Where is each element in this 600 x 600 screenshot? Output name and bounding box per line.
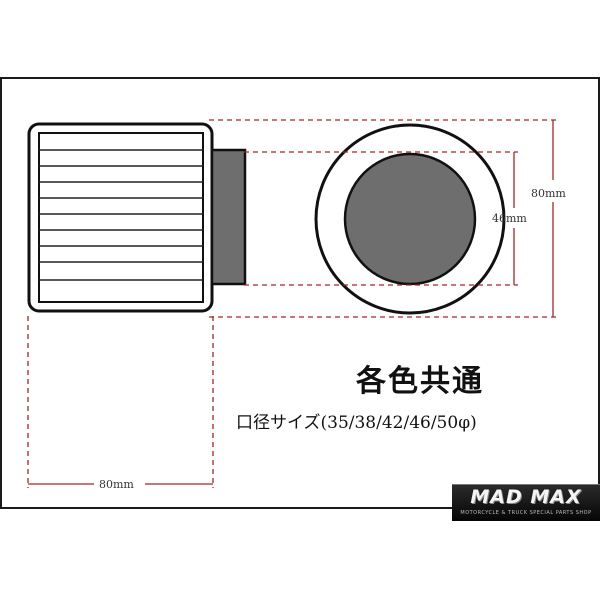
- filter-pleat-panel: [38, 132, 204, 303]
- dimension-lines: [27, 119, 558, 488]
- filter-inlet-opening: [343, 152, 477, 286]
- frame-border: [0, 77, 600, 509]
- filter-side-view: [27, 122, 247, 313]
- filter-inlet-neck: [210, 148, 247, 286]
- dimension-label-outer-height: 80mm: [531, 187, 566, 200]
- dimension-label-inlet-diameter: 46mm: [492, 212, 527, 225]
- dimension-label-length: 80mm: [99, 478, 134, 491]
- filter-pleats: [39, 149, 203, 281]
- brand-logo-text: MAD MAX: [470, 486, 582, 508]
- heading-all-colors: 各色共通: [356, 364, 484, 399]
- brand-logo: MAD MAX MOTORCYCLE & TRUCK SPECIAL PARTS…: [452, 484, 600, 521]
- dimension-arrows: [28, 120, 554, 485]
- brand-logo-tagline: MOTORCYCLE & TRUCK SPECIAL PARTS SHOP: [460, 510, 592, 516]
- inlet-size-label: 口径サイズ(35/38/42/46/50φ): [236, 413, 477, 433]
- filter-front-view: [314, 123, 506, 315]
